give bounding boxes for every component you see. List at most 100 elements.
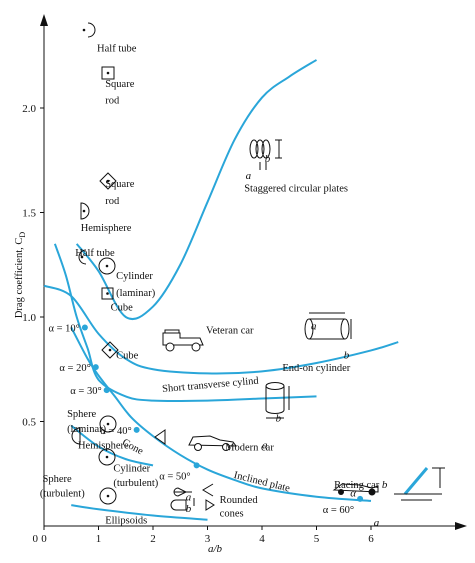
x-tick-label: 6: [368, 533, 374, 545]
x-tick-label: 1: [96, 533, 102, 545]
y-axis-label: Drag coefficient, CD: [14, 232, 27, 319]
end-on-cylinder-icon: [304, 312, 352, 340]
rounded-cones-icon: [170, 483, 215, 511]
y-tick-label: 1.5: [22, 208, 36, 220]
angle-labels: α = 10° α = 20° α = 30° α = 40° α = 50° α = 6…: [49, 323, 355, 515]
curves: [43, 59, 399, 521]
y-axis-label-main: Drag coefficient, C: [14, 238, 25, 319]
dimension-letter: a: [186, 492, 192, 504]
y-axis-label-sub: D: [18, 232, 27, 238]
cylinder-turbulent-icon: [98, 448, 116, 466]
angle-point: [103, 387, 110, 394]
annotation-label: Hemisphere: [81, 223, 132, 234]
series-line-end-on-cylinder: [43, 284, 399, 375]
annotation-label: Inclined plate: [233, 470, 292, 495]
half-tube-2-icon: [78, 249, 87, 265]
angle-label: α = 40°: [100, 426, 131, 437]
angle-label: α = 30°: [70, 386, 101, 397]
annotation-label: Cube: [111, 303, 134, 314]
axis-ticks: 0 1 2 3 4 5 6 0.5 1.0 1.5 2.0 0: [22, 103, 374, 545]
angle-point: [357, 495, 364, 502]
square-rod-icon: [101, 66, 115, 80]
dimension-letter: α: [350, 488, 356, 500]
dimension-letter: b: [186, 503, 192, 515]
angle-point: [81, 324, 88, 331]
y-axis-arrow: [40, 14, 48, 26]
annotation-label: Short transverse cylind: [162, 376, 260, 395]
annotation-label: Square: [105, 179, 134, 190]
annotation-label: Cube: [116, 351, 139, 362]
annotation-label: rod: [105, 196, 120, 207]
annotation-label: cones: [220, 508, 244, 519]
half-tube-icon: [82, 22, 96, 38]
x-tick-label: 4: [259, 533, 265, 545]
cube-diamond-icon: [101, 341, 119, 359]
annotation-label: Racing car: [334, 480, 380, 491]
angle-label: α = 20°: [59, 363, 90, 374]
annotation-label: Rounded: [220, 495, 259, 506]
y-tick-label: 0.5: [22, 417, 36, 429]
angle-point: [193, 462, 200, 469]
annotation-label: (turbulent): [113, 478, 158, 489]
short-transverse-cylinder-icon: [265, 382, 290, 419]
annotation-label: Cone: [120, 437, 145, 457]
dimension-letter: b: [344, 350, 350, 362]
shape-icons: [71, 22, 445, 511]
dimension-letter: b: [265, 153, 271, 165]
y-tick-label: 1.0: [22, 312, 36, 324]
square-rod-diamond-icon: [99, 172, 117, 190]
dimension-letter: a: [374, 517, 380, 529]
series-line-cone: [70, 424, 154, 467]
annotation-label: Ellipsoids: [105, 516, 147, 527]
annotation-label: Hemisphere: [78, 440, 129, 451]
dimension-letter: a: [262, 439, 268, 451]
x-tick-label: 2: [150, 533, 156, 545]
hemisphere-2-icon: [71, 427, 81, 445]
veteran-car-icon: [162, 329, 204, 352]
cube-icon: [101, 287, 114, 300]
annotation-label: Sphere: [67, 409, 96, 420]
cylinder-laminar-icon: [98, 257, 116, 275]
annotation-label: Veteran car: [206, 326, 254, 337]
inclined-plate-icon: [394, 467, 445, 501]
x-axis-label: a/b: [208, 543, 223, 555]
sphere-turbulent-icon: [99, 487, 117, 505]
annotation-label: Half tube: [97, 43, 137, 54]
angle-dots: [81, 324, 364, 502]
sphere-laminar-icon: [99, 415, 117, 433]
angle-point: [92, 364, 99, 371]
x-tick-label: 3: [205, 533, 211, 545]
hemisphere-icon: [80, 202, 90, 220]
angle-label: α = 50°: [159, 471, 190, 482]
annotation-label: End-on cylinder: [282, 363, 350, 374]
dimension-letter: a: [311, 320, 317, 332]
angle-label: α = 10°: [49, 323, 80, 334]
annotation-label: Staggered circular plates: [244, 183, 348, 194]
annotation-label: Cylinder: [113, 463, 150, 474]
dimension-letter: a: [246, 170, 252, 182]
annotation-label: Sphere: [43, 474, 72, 485]
dimension-letter: b: [276, 412, 282, 424]
annotation-label: rod: [105, 96, 120, 107]
x-axis-arrow: [455, 522, 467, 530]
annotation-label: (laminar): [116, 288, 156, 299]
y-tick-label: 2.0: [22, 103, 36, 115]
series-line-short-transverse-cylind: [53, 243, 317, 402]
annotation-label: (laminar): [67, 424, 107, 435]
series-line-inclined-plate: [70, 326, 372, 502]
staggered-plates-icon: [249, 139, 282, 170]
dimension-letter: b: [382, 479, 388, 491]
x-tick-label: 5: [314, 533, 320, 545]
origin-tick-label: 0: [33, 533, 39, 545]
series-line-ellipsoids: [71, 504, 208, 521]
annotation-label: Square: [105, 79, 134, 90]
modern-car-icon: [188, 435, 238, 451]
annotation-label: (turbulent): [40, 489, 85, 500]
x-tick-label: 0: [41, 533, 47, 545]
angle-point: [133, 426, 140, 433]
angle-label: α = 60°: [323, 505, 354, 516]
annotation-label: Half tube: [75, 248, 115, 259]
